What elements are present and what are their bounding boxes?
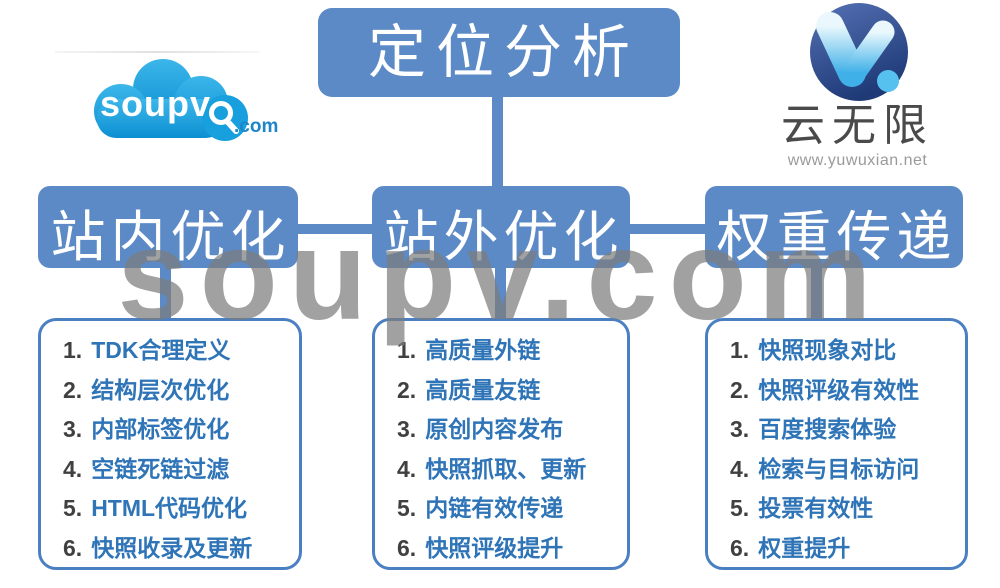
branch-node-label: 站外优化: [383, 205, 624, 268]
offsite-list: 1. 高质量外链 2. 高质量友链 3. 原创内容发布 4. 快照抓取、更新 5. 内链有…: [397, 331, 627, 568]
item-number: 6.: [730, 534, 750, 561]
list-item: 4. 快照抓取、更新: [397, 450, 627, 490]
yunwuxian-logo-url: www.yuwuxian.net: [787, 152, 928, 169]
soupv-logo: soupv .com: [85, 55, 278, 147]
connector-branch-1-vertical: [495, 266, 506, 320]
item-text: 原创内容发布: [425, 416, 564, 442]
item-text: 百度搜索体验: [758, 416, 897, 442]
list-item: 3. 内部标签优化: [63, 410, 299, 450]
item-text: 高质量外链: [425, 337, 541, 363]
item-number: 2.: [63, 376, 83, 403]
item-number: 2.: [397, 376, 417, 403]
item-number: 5.: [397, 495, 417, 521]
item-number: 5.: [730, 495, 750, 521]
list-item: 4. 检索与目标访问: [730, 450, 965, 490]
root-node-positioning-analysis: 定位分析: [318, 8, 680, 97]
item-text: 快照抓取、更新: [425, 455, 587, 482]
connector-branch-2-vertical: [811, 266, 822, 320]
list-item: 6. 快照评级提升: [397, 529, 627, 569]
item-number: 4.: [63, 455, 83, 482]
list-item: 1. TDK合理定义: [63, 331, 299, 371]
item-number: 1.: [397, 337, 417, 363]
connector-horizontal-left: [296, 224, 374, 234]
yunwuxian-logo-icon: [810, 3, 908, 101]
list-item: 6. 权重提升: [730, 529, 965, 569]
item-text: 内链有效传递: [425, 495, 564, 521]
magnifier-icon: [209, 101, 239, 134]
branch-node-label: 权重传递: [716, 205, 957, 268]
list-item: 6. 快照收录及更新: [63, 529, 299, 569]
soupv-cloud-icon: [94, 59, 248, 141]
list-item: 5. 内链有效传递: [397, 489, 627, 529]
item-number: 3.: [63, 416, 83, 442]
faint-divider-line: [55, 51, 260, 53]
item-number: 3.: [730, 416, 750, 442]
item-text: 高质量友链: [425, 376, 541, 403]
item-number: 1.: [63, 337, 83, 363]
item-text: 结构层次优化: [91, 376, 230, 403]
item-number: 2.: [730, 376, 750, 403]
item-number: 4.: [730, 455, 750, 482]
soupv-logo-tld: .com: [234, 116, 279, 137]
root-node-label: 定位分析: [367, 19, 640, 85]
item-text: 快照现象对比: [758, 337, 897, 363]
list-item: 2. 高质量友链: [397, 371, 627, 411]
list-item: 1. 高质量外链: [397, 331, 627, 371]
item-number: 1.: [730, 337, 750, 363]
item-number: 3.: [397, 416, 417, 442]
list-item: 5. 投票有效性: [730, 489, 965, 529]
list-item: 4. 空链死链过滤: [63, 450, 299, 490]
soupv-logo-text: soupv: [100, 83, 212, 124]
item-text: 快照评级提升: [425, 534, 564, 561]
item-number: 4.: [397, 455, 417, 482]
item-text: 快照评级有效性: [758, 376, 920, 403]
v-shape-icon: [816, 12, 899, 92]
item-number: 6.: [63, 534, 83, 561]
list-item: 5. HTML代码优化: [63, 489, 299, 529]
item-text: 空链死链过滤: [91, 455, 230, 482]
item-text: HTML代码优化: [91, 495, 248, 521]
connector-branch-0-vertical: [160, 266, 171, 320]
yunwuxian-logo-text: 云无限: [781, 101, 934, 150]
list-item: 2. 快照评级有效性: [730, 371, 965, 411]
branch-node-onsite-optimization: 站内优化: [38, 186, 298, 268]
branch-node-offsite-optimization: 站外优化: [372, 186, 630, 268]
item-text: 快照收录及更新: [91, 534, 253, 561]
list-box-onsite: 1. TDK合理定义 2. 结构层次优化 3. 内部标签优化 4. 空链死链过滤 5. H…: [38, 318, 302, 570]
item-text: 内部标签优化: [91, 416, 230, 442]
list-box-weight: 1. 快照现象对比 2. 快照评级有效性 3. 百度搜索体验 4. 检索与目标访问 5.…: [705, 318, 968, 570]
item-text: 权重提升: [758, 534, 851, 561]
connector-horizontal-right: [628, 224, 707, 234]
yunwuxian-logo: 云无限 www.yuwuxian.net: [775, 2, 940, 174]
branch-node-weight-transfer: 权重传递: [705, 186, 963, 268]
onsite-list: 1. TDK合理定义 2. 结构层次优化 3. 内部标签优化 4. 空链死链过滤 5. H…: [63, 331, 299, 568]
branch-node-label: 站内优化: [50, 205, 291, 268]
list-item: 3. 百度搜索体验: [730, 410, 965, 450]
item-number: 5.: [63, 495, 83, 521]
item-number: 6.: [397, 534, 417, 561]
list-item: 2. 结构层次优化: [63, 371, 299, 411]
item-text: 投票有效性: [758, 495, 874, 521]
weight-list: 1. 快照现象对比 2. 快照评级有效性 3. 百度搜索体验 4. 检索与目标访问 5.…: [730, 331, 965, 568]
item-text: 检索与目标访问: [758, 455, 920, 482]
item-text: TDK合理定义: [91, 337, 231, 363]
list-box-offsite: 1. 高质量外链 2. 高质量友链 3. 原创内容发布 4. 快照抓取、更新 5. 内链有…: [372, 318, 630, 570]
list-item: 3. 原创内容发布: [397, 410, 627, 450]
list-item: 1. 快照现象对比: [730, 331, 965, 371]
connector-root-vertical: [492, 96, 503, 188]
